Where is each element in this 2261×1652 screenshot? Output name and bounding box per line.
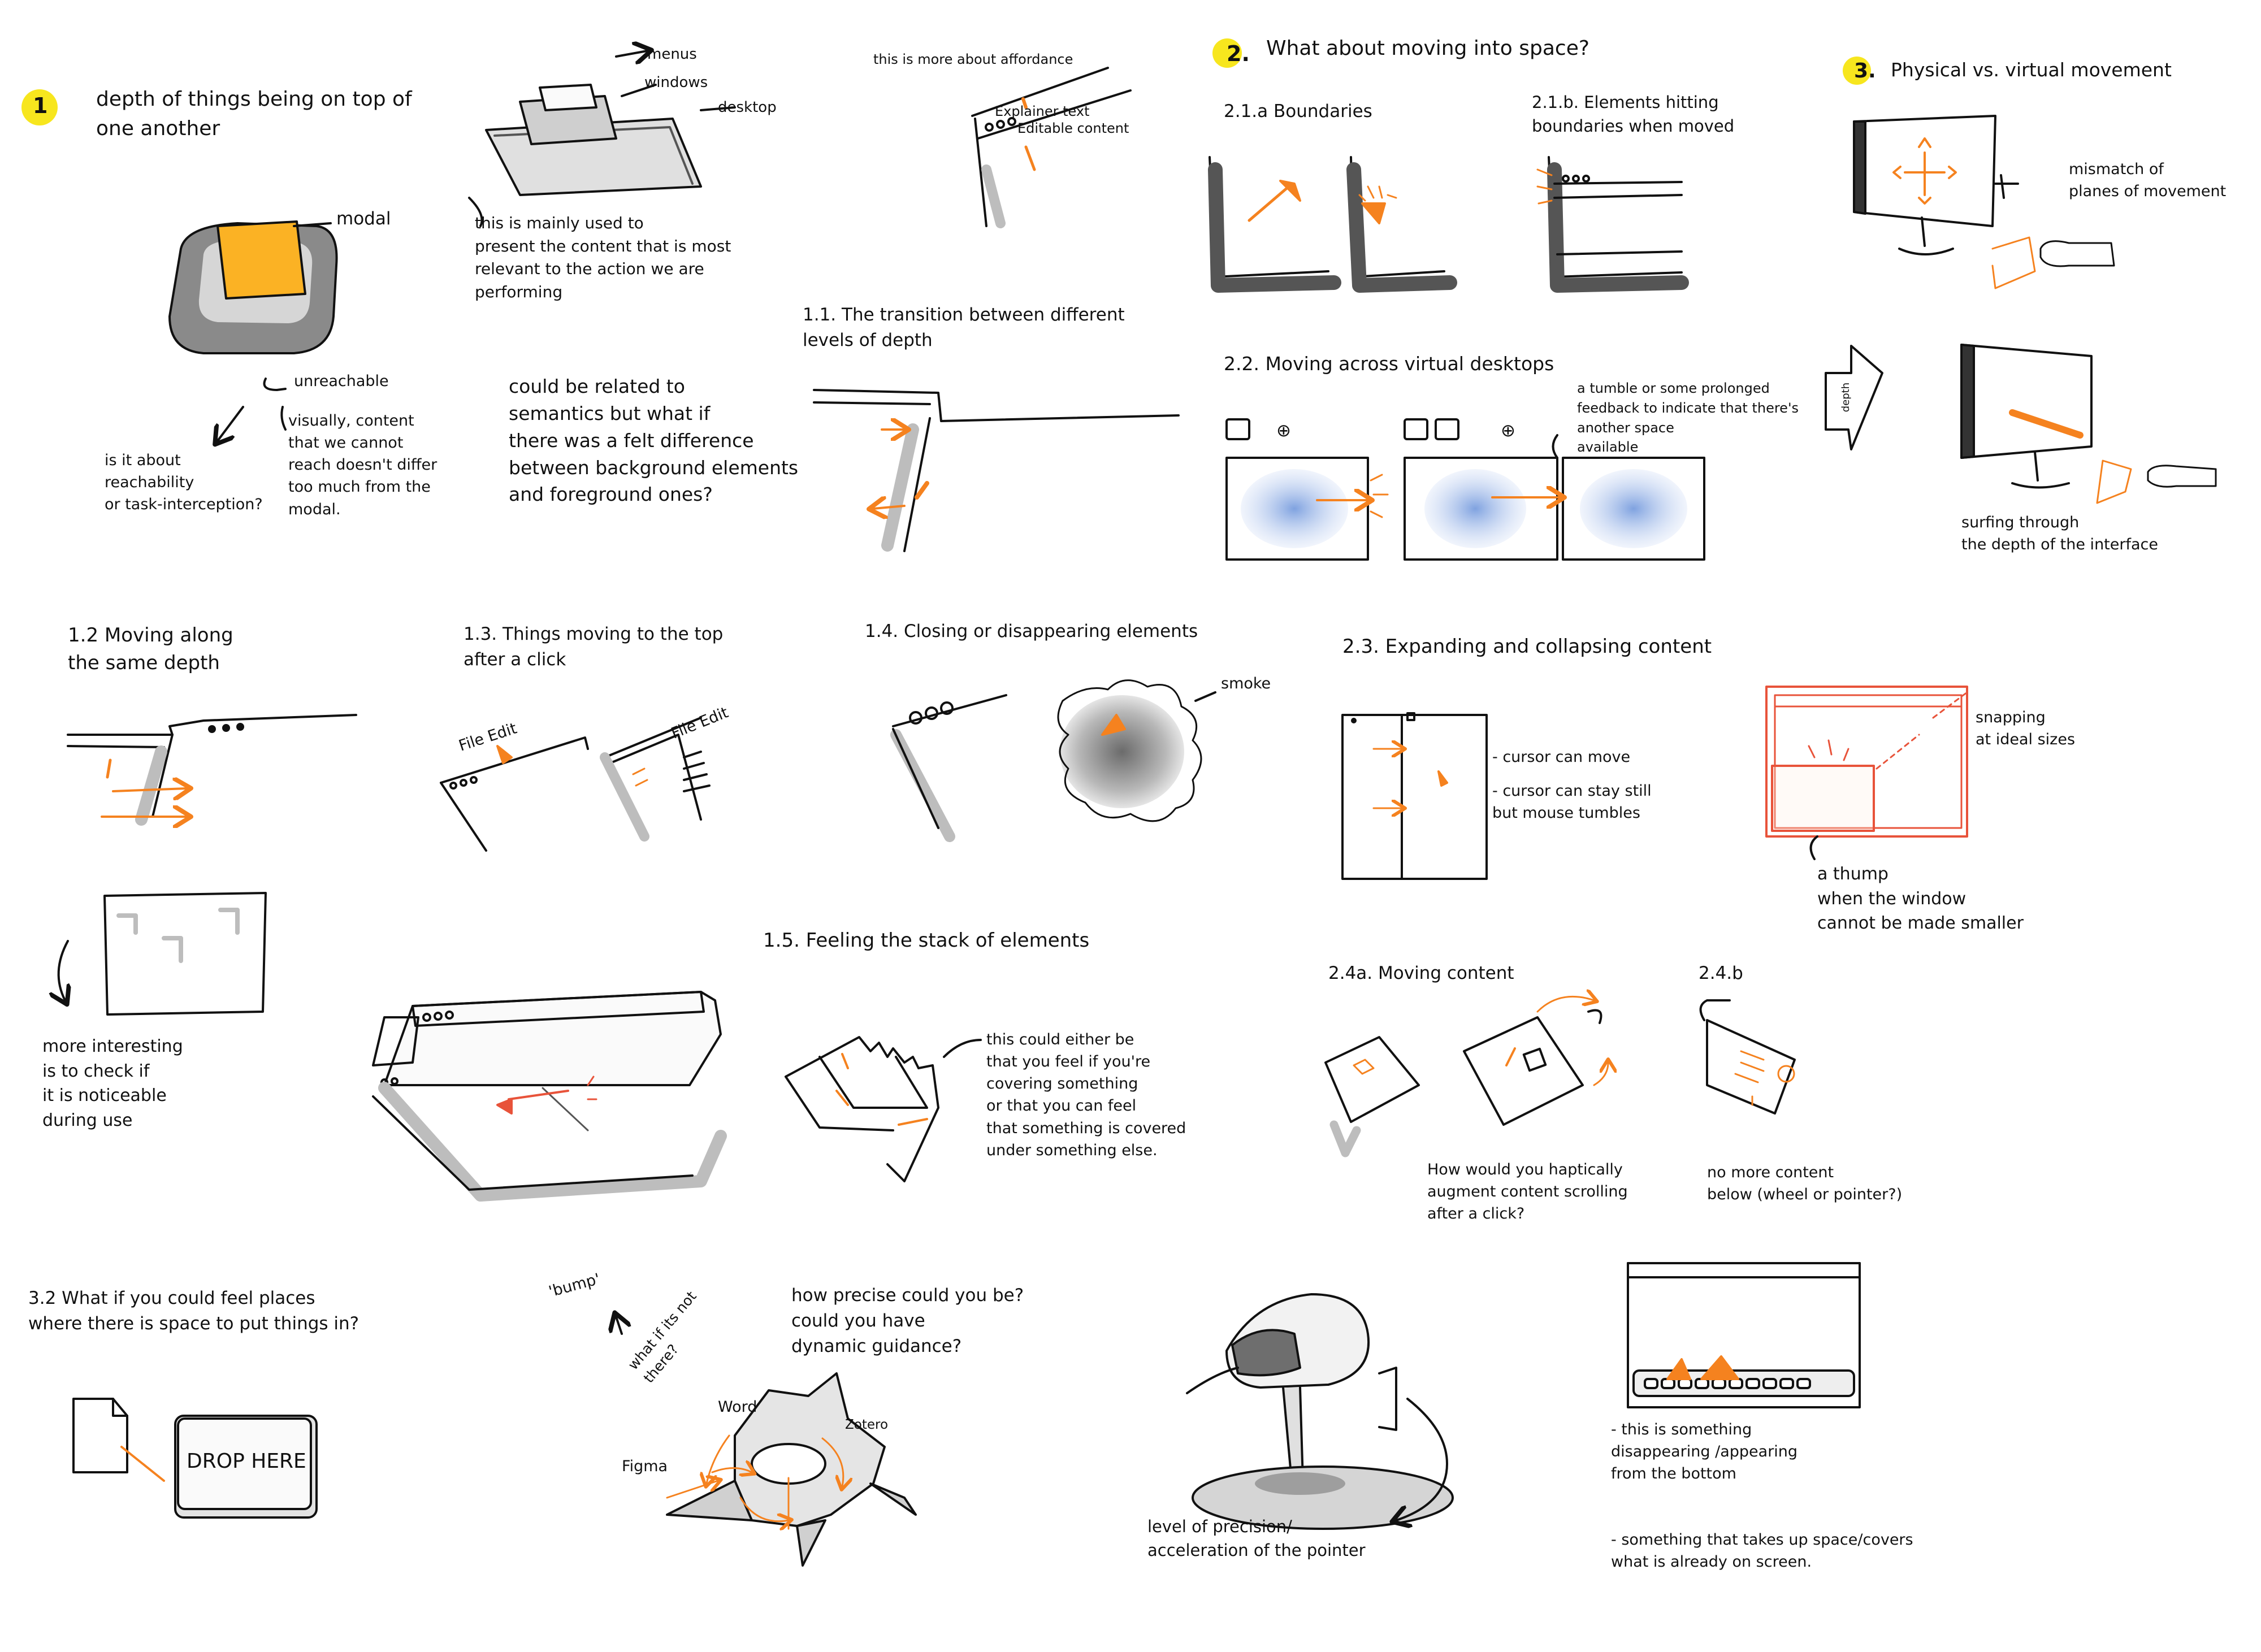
move-to-top-sketch (440, 717, 711, 852)
plus-icon-2: ⊕ (1501, 420, 1515, 441)
note-noticeable: more interesting is to check if it is no… (42, 1037, 183, 1130)
section-2-number: 2. (1227, 41, 1250, 66)
heading-2-3: 2.3. Expanding and collapsing content (1342, 635, 1712, 658)
heading-1-2: 1.2 Moving along the same depth (68, 624, 233, 675)
modal-illustration (168, 220, 338, 441)
note-haptic-scrolling: How would you haptically augment content… (1427, 1161, 1628, 1223)
app-switcher-wheel (616, 1317, 917, 1567)
heading-3-2: 3.2 What if you could feel places where … (28, 1288, 359, 1334)
affordance-window (971, 67, 1132, 228)
drop-here-label: DROP HERE (187, 1450, 306, 1473)
label-zotero: Zotero (845, 1417, 889, 1432)
label-modal: modal (336, 209, 391, 229)
note-tumble-feedback: a tumble or some prolonged feedback to i… (1577, 380, 1799, 456)
label-menus: menus (647, 46, 697, 63)
expand-collapse-sketch (1341, 686, 1968, 880)
heading-2-2: 2.2. Moving across virtual desktops (1224, 353, 1554, 375)
note-cursor-move: - cursor can move (1492, 748, 1631, 766)
note-thump: a thump when the window cannot be made s… (1817, 864, 2024, 933)
label-windows: windows (644, 74, 708, 91)
section-3-badge (1843, 57, 1871, 85)
heading-1-5: 1.5. Feeling the stack of elements (763, 929, 1090, 952)
note-precision-pointer: level of precision/ acceleration of the … (1147, 1517, 1366, 1560)
section-3-heading: Physical vs. virtual movement (1891, 59, 2172, 81)
note-dock-appearing: - this is something disappearing /appear… (1611, 1421, 1798, 1483)
moving-content-sketch (1324, 996, 1608, 1157)
dock-sketch (1627, 1262, 1861, 1408)
heading-2-1b: 2.1.b. Elements hitting boundaries when … (1532, 93, 1735, 136)
heading-1-1: 1.1. The transition between different le… (803, 305, 1125, 350)
note-surfing-depth: surfing through the depth of the interfa… (1961, 514, 2158, 554)
label-smoke: smoke (1221, 675, 1271, 692)
heading-2-4a: 2.4a. Moving content (1328, 963, 1514, 983)
section-2-badge (1212, 38, 1242, 68)
note-semantics: could be related to semantics but what i… (509, 375, 799, 506)
note-snapping: snapping at ideal sizes (1976, 709, 2076, 749)
note-mainly-used: this is mainly used to present the conte… (475, 214, 731, 301)
pointer-device-sketch (1186, 1293, 1454, 1530)
label-desktop: desktop (718, 99, 777, 116)
closing-elements-sketch (890, 679, 1216, 842)
label-word: Word (718, 1398, 757, 1416)
heading-1-3: 1.3. Things moving to the top after a cl… (464, 624, 724, 670)
folded-paper-sketch (785, 1036, 982, 1182)
drop-here-sketch (72, 1398, 318, 1519)
note-no-more-content: no more content below (wheel or pointer?… (1707, 1164, 1903, 1204)
label-unreachable: unreachable (294, 372, 389, 390)
boundaries-sketch (1208, 156, 1457, 293)
section-1-heading: depth of things being on top of one anot… (96, 88, 412, 141)
feel-stack-sketch (372, 991, 727, 1202)
section-2-heading: What about moving into space? (1266, 37, 1589, 60)
elements-hitting-boundaries-sketch (1536, 156, 1689, 293)
menus-windows-desktop-illustration (468, 51, 736, 227)
label-editable-content: Editable content (1017, 120, 1129, 136)
transition-depth-sketch (813, 389, 1180, 552)
section-1-number: 1 (33, 93, 48, 118)
scroll-end-sketch (1699, 999, 1796, 1115)
label-figma: Figma (622, 1458, 668, 1475)
note-feel-covering: this could either be that you feel if yo… (986, 1031, 1186, 1159)
section-1-badge (21, 89, 58, 125)
physical-virtual-monitor-2 (1825, 344, 2217, 504)
heading-2-4b: 2.4.b (1699, 963, 1743, 983)
note-reachability: is it about reachability or task-interce… (105, 452, 263, 514)
plus-icon-1: ⊕ (1276, 420, 1291, 441)
physical-virtual-monitor-1 (1853, 115, 2115, 289)
virtual-desktops-sketch (1225, 418, 1705, 561)
note-cursor-still: - cursor can stay still but mouse tumble… (1492, 782, 1652, 822)
note-how-precise: how precise could you be? could you have… (791, 1285, 1024, 1356)
section-3-number: 3. (1854, 59, 1876, 83)
same-depth-sketch (59, 714, 357, 1016)
heading-1-4: 1.4. Closing or disappearing elements (865, 621, 1198, 641)
note-dock-covers: - something that takes up space/covers w… (1611, 1531, 1913, 1571)
label-affordance: this is more about affordance (873, 51, 1073, 67)
label-explainer-text: Explainer text (995, 103, 1090, 119)
note-mismatch-planes: mismatch of planes of movement (2069, 161, 2227, 201)
heading-2-1a: 2.1.a Boundaries (1224, 101, 1372, 122)
note-visually: visually, content that we cannot reach d… (288, 412, 438, 518)
label-depth: depth (1840, 382, 1852, 413)
